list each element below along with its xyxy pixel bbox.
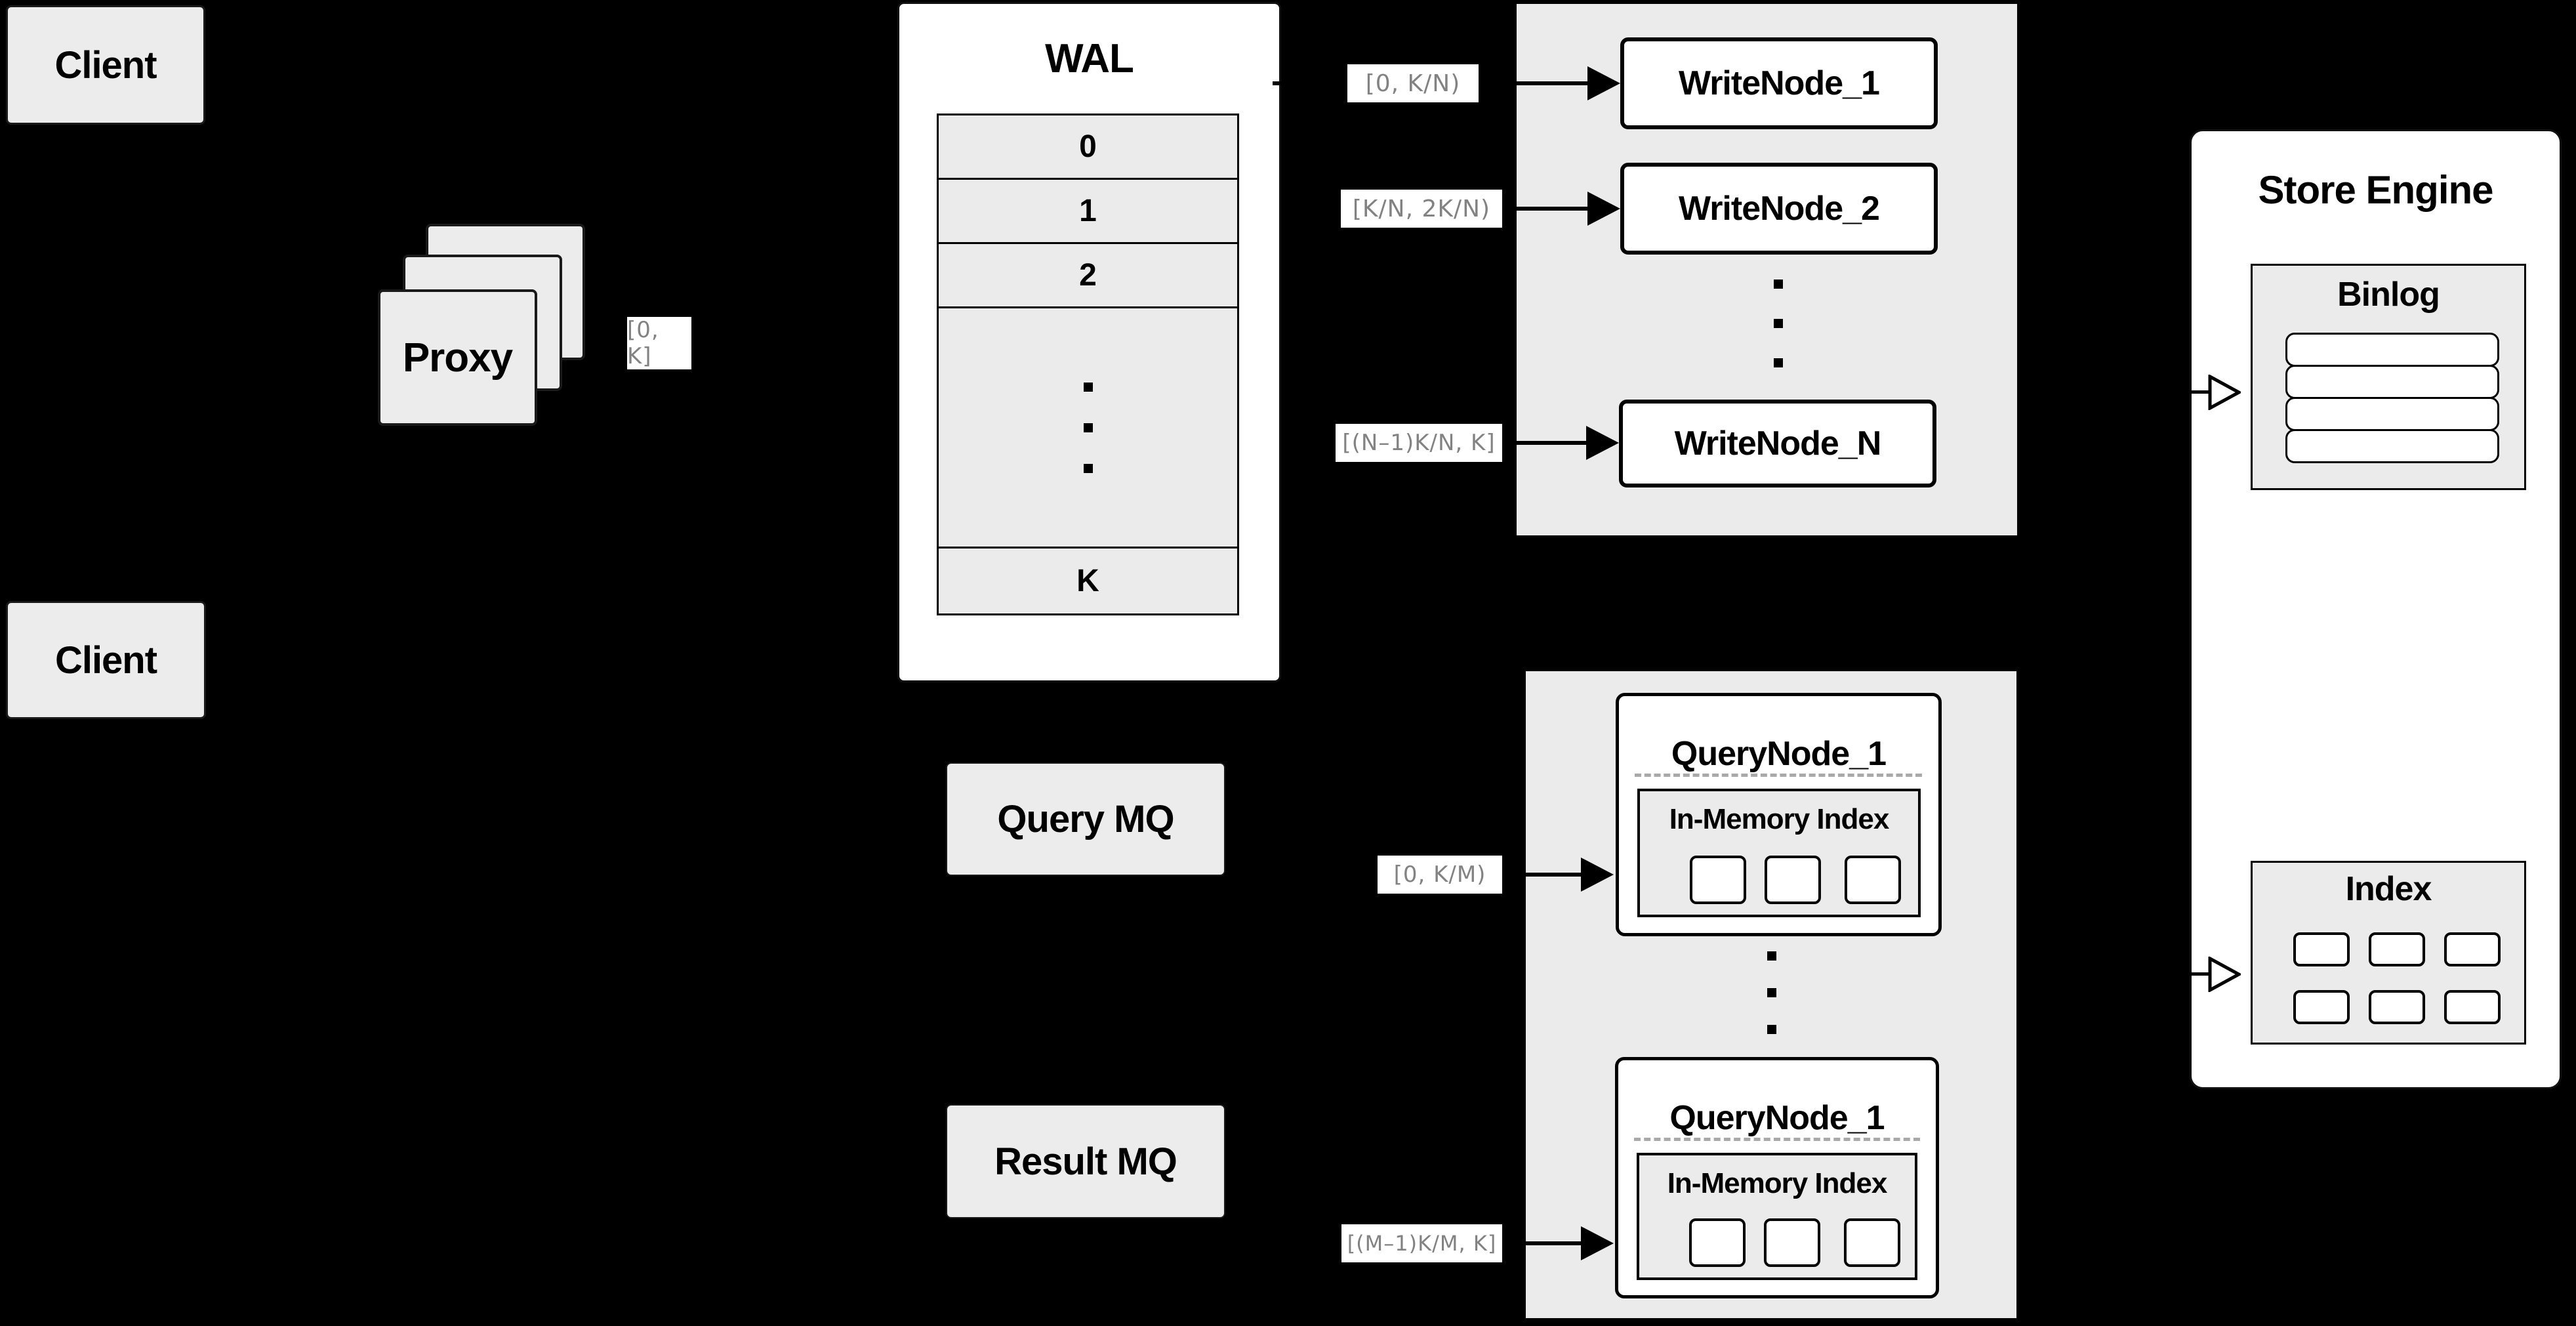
- wal-row-k: K: [937, 547, 1239, 615]
- range-label-write-2-text: [K/N, 2K/N): [1352, 195, 1491, 222]
- proxy-label: Proxy: [402, 335, 513, 381]
- open-arrowhead-icon: [2208, 957, 2241, 992]
- write-node-2-label: WriteNode_2: [1679, 190, 1880, 228]
- wal-table: 0 1 2 K: [937, 114, 1239, 615]
- write-node-n: WriteNode_N: [1619, 400, 1936, 487]
- range-label-proxy-out: [0, K]: [627, 317, 691, 369]
- write-nodes-ellipsis: [1774, 280, 1783, 367]
- write-node-1-label: WriteNode_1: [1679, 64, 1880, 102]
- query-node-m-inmemory-box: In-Memory Index: [1637, 1153, 1917, 1280]
- binlog-row: [2285, 365, 2499, 399]
- client-top-label: Client: [54, 43, 157, 87]
- binlog-row: [2285, 397, 2499, 431]
- index-square: [2444, 932, 2501, 966]
- query-node-1: QueryNode_1 In-Memory Index: [1616, 693, 1942, 936]
- proxy-card-front: Proxy: [378, 289, 537, 426]
- store-engine-title: Store Engine: [2258, 168, 2493, 212]
- segment-square: [1690, 856, 1746, 904]
- index-square: [2293, 932, 2350, 966]
- index-square: [2444, 990, 2501, 1024]
- query-node-m-separator: [1634, 1138, 1920, 1141]
- open-arrowhead-icon: [2208, 375, 2241, 410]
- segment-square: [1845, 856, 1901, 904]
- wal-row-1: 1: [937, 178, 1239, 244]
- query-node-m-inmemory-label: In-Memory Index: [1667, 1167, 1888, 1199]
- store-engine-box: Store Engine Binlog Index: [2190, 129, 2562, 1089]
- write-node-n-label: WriteNode_N: [1674, 425, 1882, 463]
- query-node-1-inmemory-label: In-Memory Index: [1669, 803, 1890, 835]
- binlog-row: [2285, 429, 2499, 463]
- query-node-1-inmemory-box: In-Memory Index: [1637, 789, 1921, 917]
- wal-row-2: 2: [937, 242, 1239, 308]
- range-label-write-n-text: [(N–1)K/N, K]: [1342, 430, 1496, 456]
- index-square: [2293, 990, 2350, 1024]
- segment-square: [1765, 856, 1821, 904]
- segment-square: [1764, 1218, 1820, 1267]
- index-box: Index: [2251, 861, 2526, 1045]
- wal-row-0: 0: [937, 114, 1239, 180]
- write-node-1: WriteNode_1: [1620, 37, 1938, 129]
- segment-square: [1689, 1218, 1746, 1267]
- range-label-query-m-text: [(M–1)K/M, K]: [1347, 1231, 1497, 1256]
- client-bottom-label: Client: [54, 638, 157, 682]
- range-label-query-1-text: [0, K/M): [1393, 861, 1486, 888]
- range-label-proxy-out-text: [0, K]: [627, 317, 659, 369]
- result-mq-box: Result MQ: [946, 1104, 1225, 1218]
- range-label-write-1: [0, K/N): [1347, 64, 1479, 102]
- result-mq-label: Result MQ: [994, 1140, 1177, 1183]
- query-nodes-ellipsis: [1767, 951, 1776, 1034]
- range-label-query-1: [0, K/M): [1378, 856, 1502, 894]
- wal-ellipsis-dots: [1083, 382, 1093, 473]
- query-node-m: QueryNode_1 In-Memory Index: [1615, 1057, 1939, 1298]
- range-label-write-2: [K/N, 2K/N): [1341, 190, 1502, 228]
- range-label-write-n: [(N–1)K/N, K]: [1336, 424, 1502, 462]
- wal-title: WAL: [1045, 36, 1134, 81]
- query-mq-box: Query MQ: [946, 762, 1225, 876]
- index-square: [2369, 932, 2425, 966]
- query-node-1-title: QueryNode_1: [1671, 735, 1887, 773]
- segment-square: [1844, 1218, 1900, 1267]
- range-label-query-m: [(M–1)K/M, K]: [1341, 1224, 1502, 1262]
- query-mq-label: Query MQ: [997, 798, 1174, 840]
- write-node-2: WriteNode_2: [1620, 163, 1938, 255]
- binlog-box: Binlog: [2251, 264, 2526, 490]
- binlog-row: [2285, 333, 2499, 367]
- index-square: [2369, 990, 2425, 1024]
- client-box-bottom: Client: [6, 601, 206, 719]
- client-box-top: Client: [6, 5, 205, 125]
- query-node-1-separator: [1635, 774, 1922, 777]
- index-title: Index: [2345, 870, 2432, 908]
- wal-box: WAL 0 1 2 K: [897, 2, 1281, 682]
- query-node-m-title: QueryNode_1: [1669, 1099, 1885, 1137]
- wal-row-ellipsis: [937, 306, 1239, 549]
- binlog-title: Binlog: [2337, 276, 2440, 314]
- range-label-write-1-text: [0, K/N): [1365, 70, 1461, 97]
